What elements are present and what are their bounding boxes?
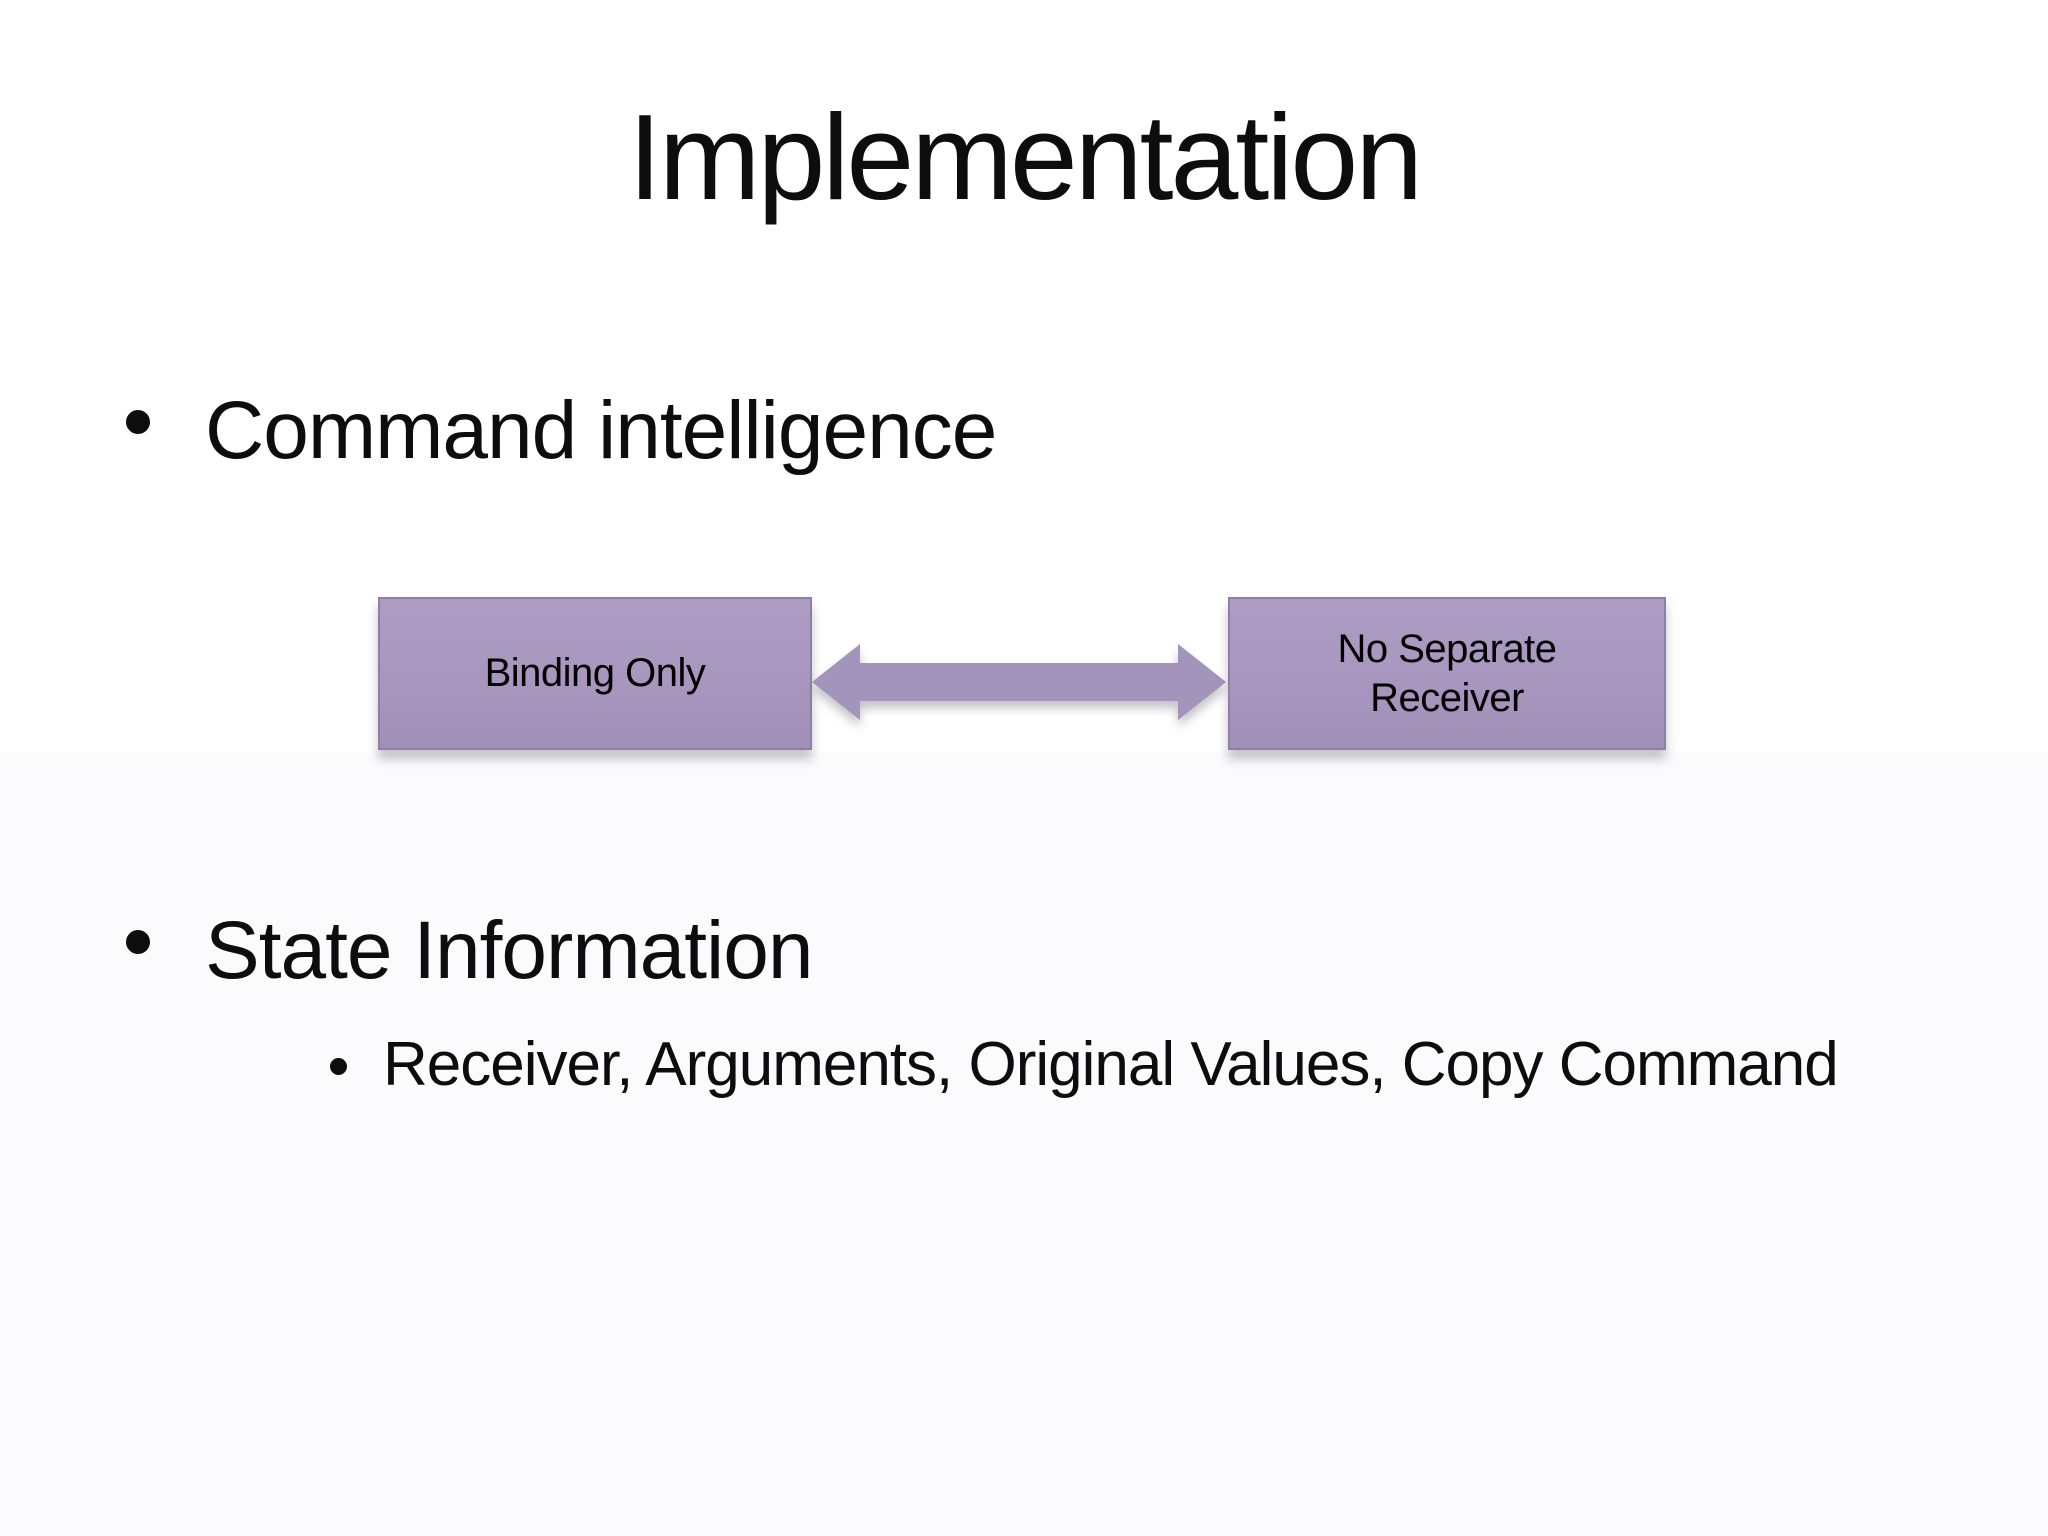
bullet-state-information: State Information <box>126 900 813 1003</box>
diagram-box-no-separate-receiver: No Separate Receiver <box>1228 597 1666 750</box>
bullet-dot-icon <box>126 930 150 954</box>
diagram-box-binding-only: Binding Only <box>378 597 812 750</box>
sub-bullet-state-details-label: Receiver, Arguments, Original Values, Co… <box>383 1030 1839 1099</box>
diagram-box-binding-only-label: Binding Only <box>484 651 706 696</box>
bullet-dot-icon <box>126 410 150 434</box>
bullet-command-intelligence-label: Command intelligence <box>205 385 997 476</box>
diagram-box-no-separate-receiver-label: No Separate Receiver <box>1337 626 1557 720</box>
bullet-state-information-label: State Information <box>205 905 813 996</box>
slide-title: Implementation <box>627 89 1423 225</box>
double-arrow-shape <box>812 644 1226 720</box>
background-band <box>0 753 2048 1536</box>
double-arrow-icon <box>810 640 1228 724</box>
sub-bullet-state-details: Receiver, Arguments, Original Values, Co… <box>330 1026 1839 1104</box>
bullet-command-intelligence: Command intelligence <box>126 380 997 483</box>
sub-bullet-dot-icon <box>330 1058 347 1075</box>
